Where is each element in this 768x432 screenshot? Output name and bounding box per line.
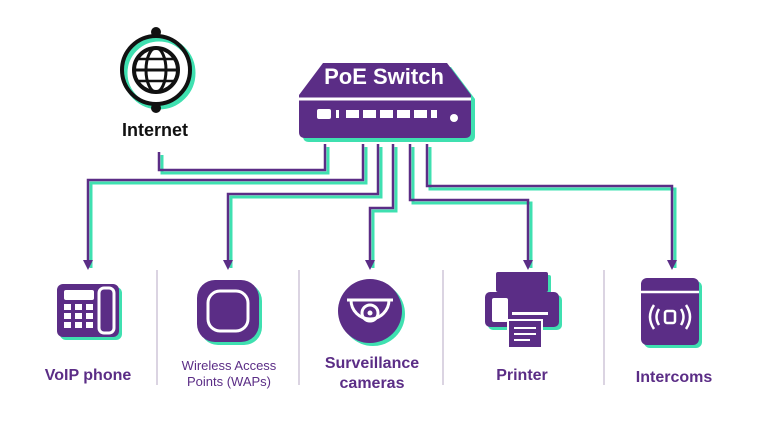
device-label-waps: Wireless Access Points (WAPs) bbox=[163, 358, 295, 390]
desk-phone-icon bbox=[57, 284, 122, 340]
column-dividers bbox=[156, 270, 605, 385]
globe-icon bbox=[120, 27, 196, 113]
poe-switch-label: PoE Switch bbox=[324, 64, 444, 89]
connector-waps bbox=[223, 144, 383, 270]
connector-intercoms bbox=[425, 144, 677, 270]
device-label-line: Printer bbox=[496, 367, 548, 384]
device-label-intercoms: Intercoms bbox=[614, 368, 734, 388]
device-label-line: Surveillance bbox=[324, 355, 420, 372]
internet-label: Internet bbox=[121, 120, 188, 140]
device-label-cameras: Surveillance cameras bbox=[304, 354, 440, 394]
access-point-icon bbox=[197, 280, 262, 345]
device-label-line: Wireless Access bbox=[181, 358, 277, 373]
dome-camera-icon bbox=[338, 279, 405, 346]
device-label-line: cameras bbox=[339, 375, 405, 392]
network-switch-icon bbox=[299, 63, 475, 142]
connector-cameras bbox=[365, 144, 398, 270]
internet-link bbox=[157, 144, 330, 175]
device-label-line: Intercoms bbox=[635, 369, 713, 386]
intercom-icon bbox=[641, 278, 702, 348]
device-label-line: VoIP phone bbox=[44, 367, 132, 384]
device-label-printer: Printer bbox=[460, 366, 584, 386]
connector-printer bbox=[408, 144, 533, 270]
device-label-line: Points (WAPs) bbox=[186, 374, 272, 389]
device-label-voip-phone: VoIP phone bbox=[28, 366, 148, 386]
connector-voip bbox=[83, 144, 368, 270]
printer-icon bbox=[485, 272, 562, 349]
